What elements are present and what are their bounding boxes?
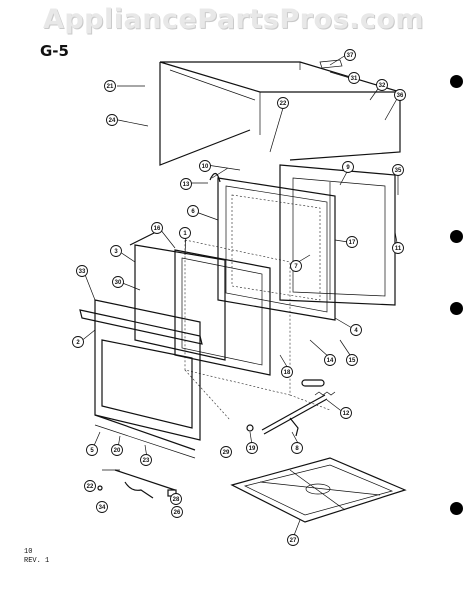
svg-text:32: 32 — [379, 83, 386, 89]
callout-15: 15 — [346, 354, 358, 366]
side-mark-icon — [450, 502, 463, 515]
svg-text:5: 5 — [90, 448, 94, 454]
cabinet-shell — [159, 59, 401, 166]
callout-22: 22 — [84, 480, 96, 492]
hinge-parts — [221, 379, 336, 456]
callout-31: 31 — [348, 72, 360, 84]
svg-text:31: 31 — [351, 76, 358, 82]
callout-8: 8 — [291, 442, 303, 454]
callout-26: 26 — [171, 506, 183, 518]
callout-21: 21 — [104, 80, 116, 92]
side-mark-icon — [450, 230, 463, 243]
side-mark-icon — [450, 75, 463, 88]
callout-13: 13 — [180, 178, 192, 190]
svg-text:20: 20 — [114, 448, 121, 454]
svg-text:16: 16 — [154, 226, 161, 232]
callout-24: 24 — [106, 114, 118, 126]
svg-text:18: 18 — [284, 370, 291, 376]
svg-text:36: 36 — [397, 93, 404, 99]
broiler-pan — [230, 457, 407, 523]
outer-door — [79, 299, 203, 459]
callout-9: 9 — [342, 161, 354, 173]
callout-7: 7 — [290, 260, 302, 272]
svg-text:30: 30 — [115, 280, 122, 286]
callout-3: 3 — [110, 245, 122, 257]
callout-18: 18 — [281, 366, 293, 378]
door-hardware — [97, 469, 177, 499]
callout-35: 35 — [392, 164, 404, 176]
svg-text:29: 29 — [223, 450, 230, 456]
svg-text:8: 8 — [295, 446, 299, 452]
callout-32: 32 — [376, 79, 388, 91]
back-frame — [279, 164, 396, 306]
svg-text:33: 33 — [79, 269, 86, 275]
page-number: 10 — [24, 548, 33, 556]
svg-text:9: 9 — [346, 165, 350, 171]
inner-liner — [184, 239, 331, 421]
svg-text:12: 12 — [343, 411, 350, 417]
svg-text:21: 21 — [107, 84, 114, 90]
callout-33: 33 — [76, 265, 88, 277]
callout-28: 28 — [170, 493, 182, 505]
callout-19: 19 — [246, 442, 258, 454]
svg-text:19: 19 — [249, 446, 256, 452]
svg-text:34: 34 — [99, 505, 106, 511]
leader-lines — [79, 54, 399, 539]
callout-22: 22 — [277, 97, 289, 109]
callout-34: 34 — [96, 501, 108, 513]
callout-16: 16 — [151, 222, 163, 234]
callout-1: 1 — [179, 227, 191, 239]
svg-text:7: 7 — [294, 264, 298, 270]
figure-label: G-5 — [40, 42, 69, 60]
callout-27: 27 — [287, 534, 299, 546]
callout-20: 20 — [111, 444, 123, 456]
window-frame — [209, 167, 336, 321]
callout-17: 17 — [346, 236, 358, 248]
svg-text:14: 14 — [327, 358, 334, 364]
callout-12: 12 — [340, 407, 352, 419]
svg-text:15: 15 — [349, 358, 356, 364]
svg-text:10: 10 — [202, 164, 209, 170]
svg-text:3: 3 — [114, 249, 118, 255]
svg-text:37: 37 — [347, 53, 354, 59]
callout-23: 23 — [140, 454, 152, 466]
callout-30: 30 — [112, 276, 124, 288]
side-mark-icon — [450, 302, 463, 315]
svg-text:24: 24 — [109, 118, 116, 124]
callout-29: 29 — [220, 446, 232, 458]
svg-text:2: 2 — [76, 340, 80, 346]
callout-11: 11 — [392, 242, 404, 254]
callout-5: 5 — [86, 444, 98, 456]
svg-text:35: 35 — [395, 168, 402, 174]
svg-text:27: 27 — [290, 538, 297, 544]
svg-text:17: 17 — [349, 240, 356, 246]
callout-36: 36 — [394, 89, 406, 101]
svg-text:6: 6 — [191, 209, 195, 215]
svg-text:13: 13 — [183, 182, 190, 188]
callout-2: 2 — [72, 336, 84, 348]
callout-10: 10 — [199, 160, 211, 172]
svg-text:22: 22 — [87, 484, 94, 490]
callout-14: 14 — [324, 354, 336, 366]
svg-text:1: 1 — [183, 231, 187, 237]
watermark: AppliancePartsPros.com — [42, 4, 425, 35]
svg-text:4: 4 — [354, 328, 358, 334]
svg-text:28: 28 — [173, 497, 180, 503]
revision-label: REV. 1 — [24, 557, 50, 565]
svg-text:23: 23 — [143, 458, 150, 464]
callout-4: 4 — [350, 324, 362, 336]
svg-text:22: 22 — [280, 101, 287, 107]
svg-text:11: 11 — [395, 246, 402, 252]
callout-6: 6 — [187, 205, 199, 217]
callout-37: 37 — [344, 49, 356, 61]
svg-text:26: 26 — [174, 510, 181, 516]
